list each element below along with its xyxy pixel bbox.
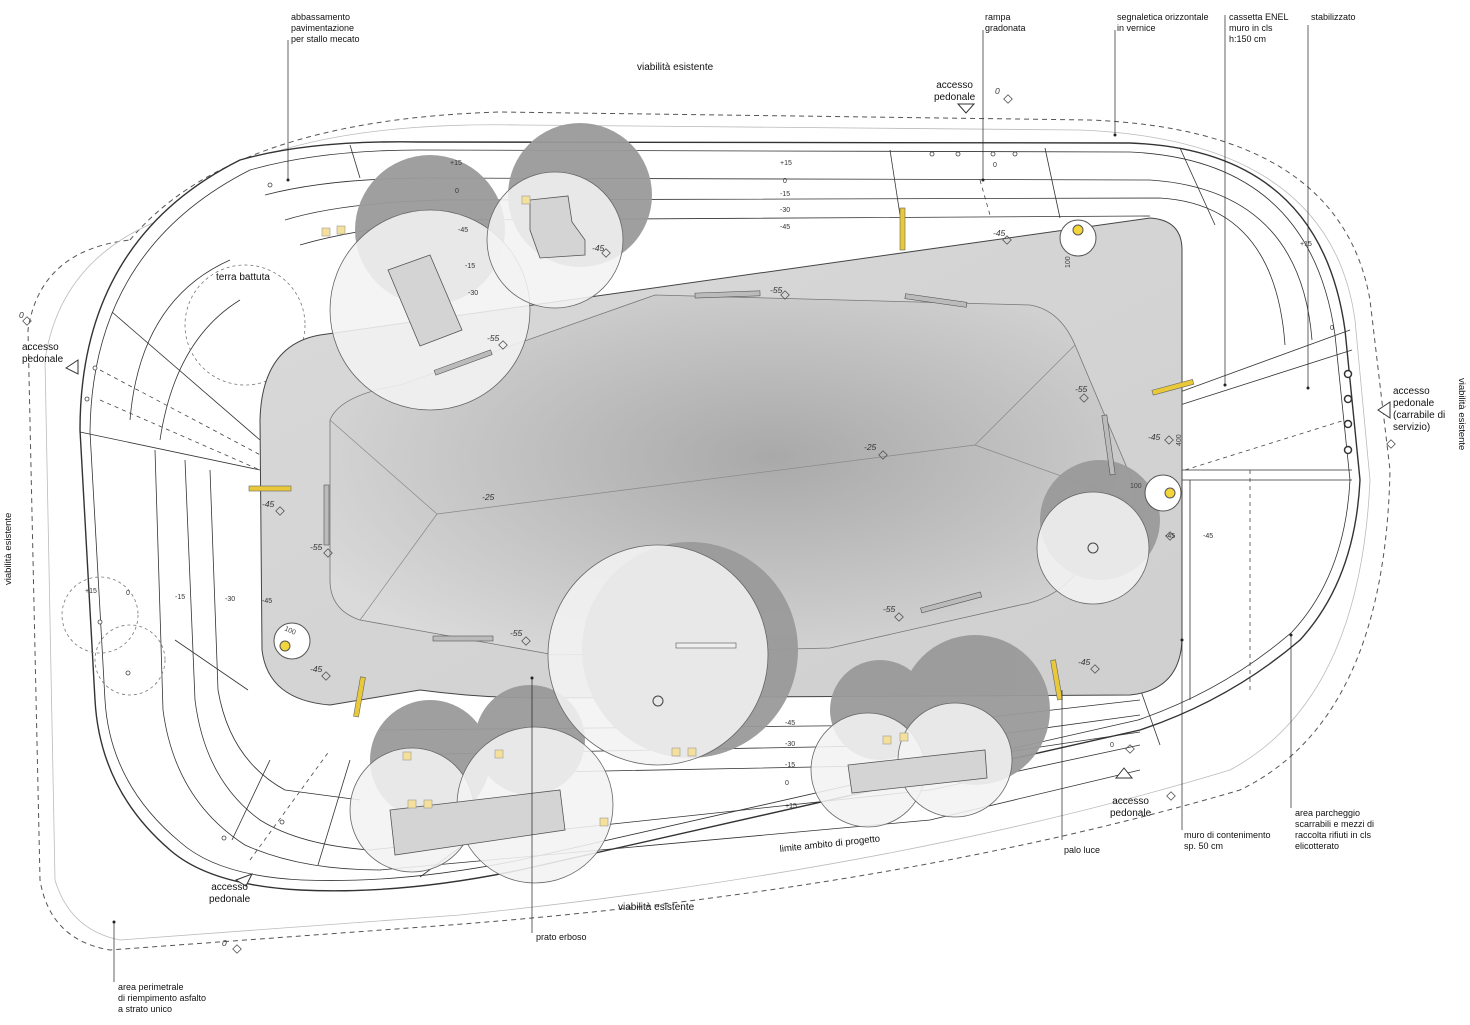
elev-ground-4: +15	[1300, 241, 1312, 248]
elev-top-2: -15	[780, 191, 790, 198]
elev-ground-9: -45	[1203, 533, 1213, 540]
elev-ground-3: 0	[222, 938, 227, 948]
road-east-label: viabilità esistente	[1456, 378, 1467, 451]
elev-ground-5: 0	[1330, 325, 1334, 332]
callout-prato: prato erboso	[536, 932, 587, 942]
elevation-labels: +15 0 -15 -30 -45 +15 0 -15 -30 -45 -45 …	[19, 86, 1334, 948]
elev-top-4: -45	[780, 224, 790, 231]
dim-2: 100	[283, 625, 297, 636]
elev-inner-9: -45	[592, 243, 605, 253]
elev-ground-1: 0	[995, 86, 1000, 96]
elev-left-0: +15	[85, 588, 97, 595]
elev-top-1: 0	[783, 178, 787, 185]
elev-inner-6: -25	[864, 442, 877, 452]
elev-ground-8: -30	[468, 290, 478, 297]
ring-left-4	[154, 449, 1141, 871]
elev-inner-8: -45	[993, 228, 1006, 238]
elev-bottom-1: -30	[785, 741, 795, 748]
small-squares	[321, 195, 909, 827]
existing-road-edge	[44, 124, 1371, 941]
leader-lines	[113, 15, 1309, 982]
elev-bottom-3: 0	[785, 780, 789, 787]
access-south-left: accesso pedonale	[209, 882, 251, 905]
elev-inner-2: -55	[1075, 384, 1088, 394]
callout-pavimentazione: abbassamento pavimentazione per stallo m…	[291, 12, 360, 44]
callout-area-perimetrale: area perimetrale di riempimento asfalto …	[118, 982, 207, 1014]
label-terra-battuta: terra battuta	[216, 272, 270, 283]
spot-markers	[22, 94, 1396, 954]
elev-inner-11: -45	[262, 499, 275, 509]
road-south-label: viabilità esistente	[618, 902, 695, 913]
road-west-label: viabilità esistente	[3, 512, 14, 585]
access-west: accesso pedonale	[22, 342, 64, 365]
dim-0: 100	[1065, 256, 1072, 268]
dim-1: 100	[1130, 483, 1142, 490]
lamp-posts	[273, 219, 1182, 660]
elev-inner-12: -45	[310, 664, 323, 674]
ring-left-1	[129, 259, 231, 421]
elev-inner-3: -55	[310, 542, 323, 552]
elev-ground-0: 0	[455, 188, 459, 195]
elev-ground-12: 0	[993, 162, 997, 169]
elev-bottom-4: +15	[785, 803, 797, 810]
elev-inner-5: -55	[510, 628, 523, 638]
road-north-label: viabilità esistente	[637, 62, 714, 73]
elev-top-3: -30	[780, 207, 790, 214]
elev-left-3: -30	[225, 596, 235, 603]
callout-muro: muro di contenimento sp. 50 cm	[1184, 830, 1271, 851]
elev-inner-4: -55	[883, 604, 896, 614]
elev-inner-7: -25	[482, 492, 495, 502]
elev-ground-7: -15	[465, 263, 475, 270]
elev-inner-0: -55	[487, 333, 500, 343]
ring-2	[89, 149, 1351, 881]
ring-3	[264, 177, 1313, 341]
dim-3: 400	[1176, 434, 1183, 446]
construction-lines	[99, 179, 1346, 861]
elev-ground-2: 0	[19, 310, 24, 320]
elev-left-2: -15	[175, 594, 185, 601]
elev-ground-10: 0	[1110, 742, 1114, 749]
limit-label: limite ambito di progetto	[779, 834, 880, 855]
access-east: accesso pedonale (carrabile di servizio)	[1393, 386, 1446, 433]
callout-segnaletica: segnaletica orizzontale in vernice	[1117, 12, 1209, 33]
access-north: accesso pedonale	[934, 80, 976, 103]
elev-top-0: +15	[780, 160, 792, 167]
elev-bottom-2: -15	[785, 762, 795, 769]
leader-dots	[112, 133, 1310, 924]
ring-left-2	[159, 299, 241, 441]
project-limit-line	[27, 111, 1391, 951]
callout-rampa: rampa gradonata	[985, 12, 1026, 33]
elev-inner-1: -55	[770, 285, 783, 295]
callout-cassetta: cassetta ENEL muro in cls h:150 cm	[1229, 12, 1289, 44]
ring-left-5	[209, 469, 361, 801]
elev-ground-6: -45	[458, 227, 468, 234]
top-strip-marks	[84, 151, 1018, 841]
access-triangles	[65, 103, 1391, 887]
callout-palo: palo luce	[1064, 845, 1101, 855]
callout-parcheggio: area parcheggio scarrabili e mezzi di ra…	[1295, 808, 1375, 851]
benches	[248, 207, 1195, 718]
elev-bottom-0: -45	[785, 720, 795, 727]
elev-left-1: 0	[126, 590, 130, 597]
elev-left-4: -45	[262, 598, 272, 605]
callout-stabilizzato: stabilizzato	[1311, 12, 1356, 22]
planters	[387, 195, 988, 856]
elev-ground-11: +15	[450, 160, 462, 167]
access-south-right: accesso pedonale	[1110, 796, 1152, 819]
ring-left-3	[184, 459, 1141, 851]
lawn-benches	[323, 290, 1116, 649]
elev-inner-14: -45	[1165, 533, 1175, 540]
bollards	[1343, 369, 1353, 455]
elev-inner-10: -45	[1148, 432, 1161, 442]
ring-4	[284, 197, 1286, 346]
elev-inner-13: -45	[1078, 657, 1091, 667]
